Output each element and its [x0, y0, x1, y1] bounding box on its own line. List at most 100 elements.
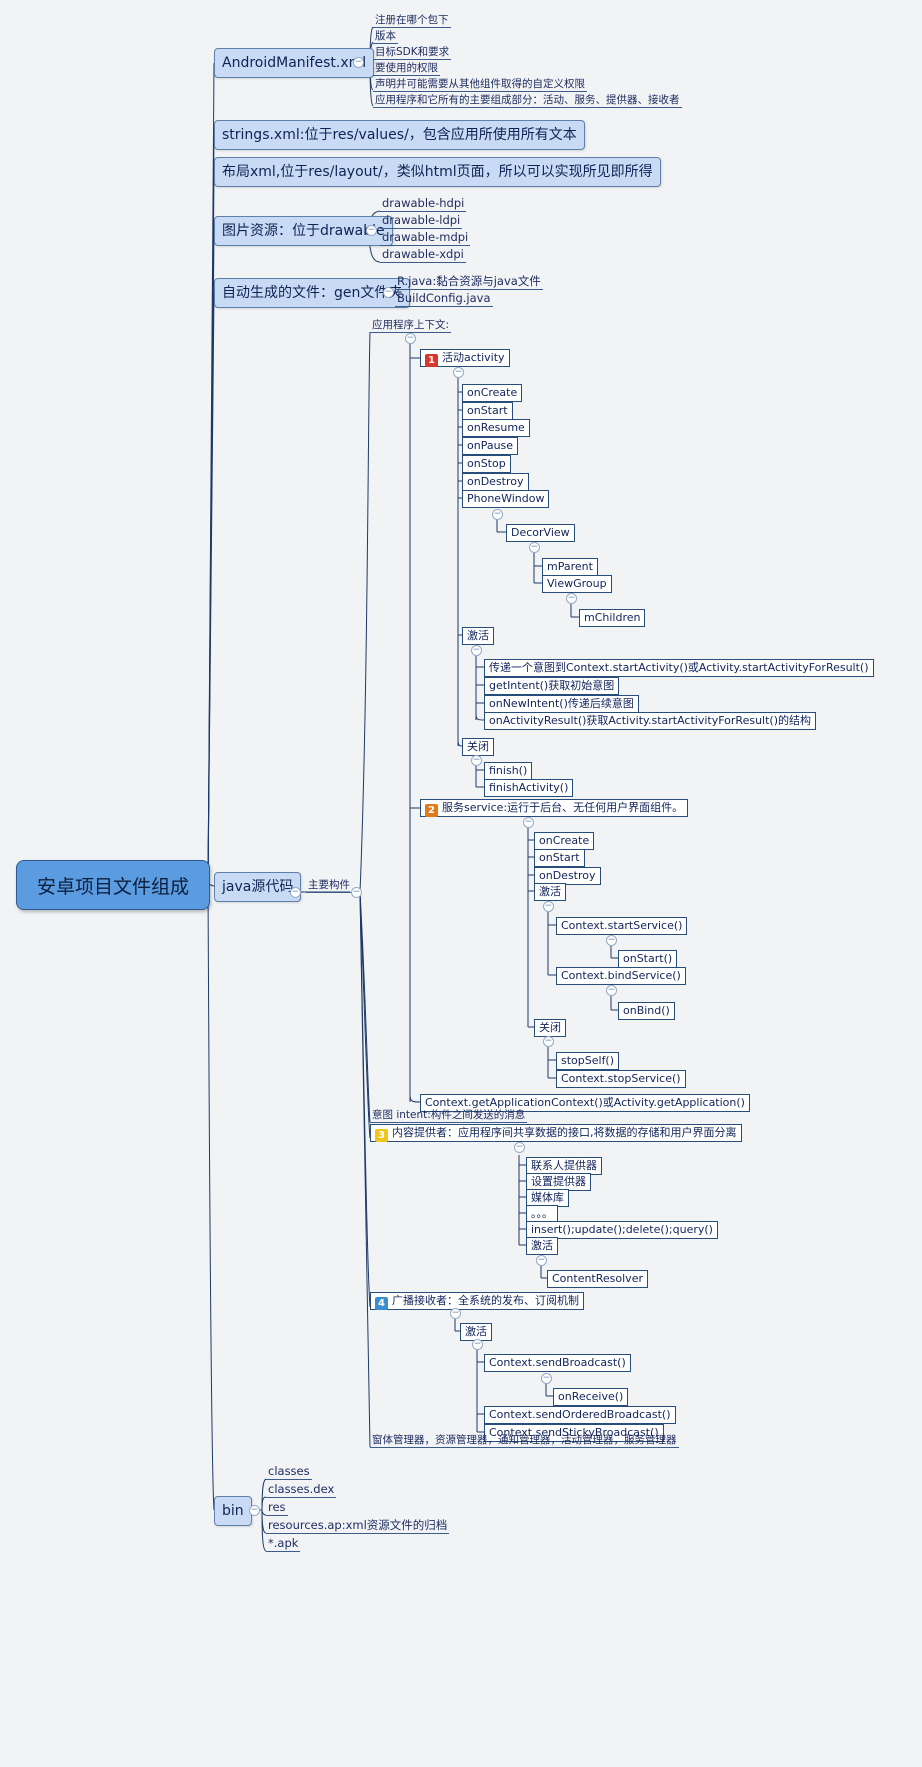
send-sticky-broadcast-node[interactable]: Context.sendStickyBroadcast(): [484, 1424, 664, 1442]
activity-activate-node[interactable]: 激活: [462, 627, 494, 645]
manifest-item[interactable]: 目标SDK和要求: [373, 46, 452, 60]
activity-lifecycle-item[interactable]: onResume: [462, 419, 530, 437]
collapse-toggle-icon[interactable]: −: [453, 367, 464, 378]
priority-2-badge: 2: [425, 804, 438, 817]
on-receive-node[interactable]: onReceive(): [553, 1388, 629, 1406]
manifest-item[interactable]: 要使用的权限: [373, 62, 440, 76]
send-ordered-broadcast-node[interactable]: Context.sendOrderedBroadcast(): [484, 1406, 676, 1424]
main-components-label[interactable]: 主要构件: [306, 879, 352, 893]
activity-close-item[interactable]: finishActivity(): [484, 779, 574, 797]
service-label: 服务service:运行于后台、无任何用户界面组件。: [442, 801, 684, 814]
gen-item[interactable]: R.java:黏合资源与java文件: [395, 274, 543, 290]
activity-close-item[interactable]: finish(): [484, 762, 533, 780]
drawable-item[interactable]: drawable-hdpi: [380, 196, 467, 212]
collapse-toggle-icon[interactable]: −: [606, 935, 617, 946]
activity-label: 活动activity: [442, 351, 505, 364]
content-provider-label: 内容提供者：应用程序间共享数据的接口,将数据的存储和用户界面分离: [392, 1126, 737, 1139]
m-children-node[interactable]: mChildren: [579, 609, 646, 627]
service-lifecycle-item[interactable]: onStart: [534, 849, 585, 867]
bin-item[interactable]: res: [266, 1500, 288, 1516]
m-parent-node[interactable]: mParent: [542, 558, 598, 576]
drawable-item[interactable]: drawable-ldpi: [380, 213, 463, 229]
collapse-toggle-icon[interactable]: −: [523, 817, 534, 828]
collapse-toggle-icon[interactable]: −: [405, 333, 416, 344]
activity-lifecycle-item[interactable]: onStart: [462, 402, 513, 420]
collapse-toggle-icon[interactable]: −: [290, 887, 301, 898]
service-node[interactable]: 2 服务service:运行于后台、无任何用户界面组件。: [420, 799, 689, 817]
manifest-item[interactable]: 版本: [373, 30, 398, 44]
collapse-toggle-icon[interactable]: −: [566, 593, 577, 604]
send-broadcast-node[interactable]: Context.sendBroadcast(): [484, 1354, 631, 1372]
drawable-item[interactable]: drawable-mdpi: [380, 230, 471, 246]
provider-item[interactable]: 设置提供器: [526, 1173, 591, 1191]
provider-item[interactable]: insert();update();delete();query(): [526, 1221, 718, 1239]
collapse-toggle-icon[interactable]: −: [249, 1505, 260, 1516]
activity-activate-item[interactable]: getIntent()获取初始意图: [484, 677, 620, 695]
layout-topic[interactable]: 布局xml,位于res/layout/，类似html页面，所以可以实现所见即所得: [214, 157, 661, 187]
managers-label[interactable]: 窗体管理器，资源管理器，通知管理器，活动管理器，服务管理器: [370, 1434, 679, 1448]
collapse-toggle-icon[interactable]: −: [351, 887, 362, 898]
collapse-toggle-icon[interactable]: −: [529, 542, 540, 553]
root-topic[interactable]: 安卓项目文件组成: [16, 860, 210, 910]
activity-activate-item[interactable]: onActivityResult()获取Activity.startActivi…: [484, 712, 816, 730]
receiver-activate-node[interactable]: 激活: [460, 1323, 492, 1341]
gen-item[interactable]: BuildConfig.java: [395, 291, 493, 307]
intent-label[interactable]: 意图 intent:构件之间发送的消息: [370, 1109, 528, 1123]
bin-item[interactable]: classes: [266, 1464, 312, 1480]
collapse-toggle-icon[interactable]: −: [383, 287, 394, 298]
activity-close-node[interactable]: 关闭: [462, 738, 494, 756]
collapse-toggle-icon[interactable]: −: [471, 645, 482, 656]
service-lifecycle-item[interactable]: onCreate: [534, 832, 595, 850]
activity-activate-item[interactable]: onNewIntent()传递后续意图: [484, 695, 639, 713]
collapse-toggle-icon[interactable]: −: [541, 1373, 552, 1384]
bin-item[interactable]: classes.dex: [266, 1482, 337, 1498]
collapse-toggle-icon[interactable]: −: [543, 901, 554, 912]
manifest-item[interactable]: 应用程序和它所有的主要组成部分：活动、服务、提供器、接收者: [373, 94, 682, 108]
content-resolver-node[interactable]: ContentResolver: [547, 1270, 648, 1288]
activity-lifecycle-item[interactable]: onDestroy: [462, 473, 529, 491]
collapse-toggle-icon[interactable]: −: [536, 1255, 547, 1266]
start-service-node[interactable]: Context.startService(): [556, 917, 688, 935]
activity-activate-item[interactable]: 传递一个意图到Context.startActivity()或Activity.…: [484, 659, 874, 677]
provider-activate-node[interactable]: 激活: [526, 1237, 558, 1255]
bin-topic[interactable]: bin: [214, 1496, 252, 1526]
service-lifecycle-item[interactable]: onDestroy: [534, 867, 601, 885]
strings-topic[interactable]: strings.xml:位于res/values/，包含应用所使用所有文本: [214, 120, 585, 150]
java-topic[interactable]: java源代码: [214, 872, 302, 902]
service-on-start-node[interactable]: onStart(): [618, 950, 678, 968]
collapse-toggle-icon[interactable]: −: [472, 1339, 483, 1350]
gen-topic[interactable]: 自动生成的文件：gen文件夹: [214, 278, 411, 308]
collapse-toggle-icon[interactable]: −: [353, 57, 364, 68]
drawable-item[interactable]: drawable-xdpi: [380, 247, 466, 263]
bind-service-node[interactable]: Context.bindService(): [556, 967, 686, 985]
view-group-node[interactable]: ViewGroup: [542, 575, 612, 593]
activity-lifecycle-item[interactable]: onCreate: [462, 384, 523, 402]
collapse-toggle-icon[interactable]: −: [492, 509, 503, 520]
service-activate-node[interactable]: 激活: [534, 883, 566, 901]
collapse-toggle-icon[interactable]: −: [606, 985, 617, 996]
bin-item[interactable]: *.apk: [266, 1536, 301, 1552]
manifest-topic[interactable]: AndroidManifest.xml: [214, 48, 375, 78]
images-topic[interactable]: 图片资源：位于drawable: [214, 216, 393, 246]
phone-window-node[interactable]: PhoneWindow: [462, 490, 550, 508]
decor-view-node[interactable]: DecorView: [506, 524, 575, 542]
service-close-item[interactable]: stopSelf(): [556, 1052, 620, 1070]
manifest-item[interactable]: 声明并可能需要从其他组件取得的自定义权限: [373, 78, 587, 92]
manifest-item[interactable]: 注册在哪个包下: [373, 14, 451, 28]
on-bind-node[interactable]: onBind(): [618, 1002, 675, 1020]
collapse-toggle-icon[interactable]: −: [471, 755, 482, 766]
collapse-toggle-icon[interactable]: −: [543, 1036, 554, 1047]
collapse-toggle-icon[interactable]: −: [450, 1308, 461, 1319]
activity-lifecycle-item[interactable]: onPause: [462, 437, 519, 455]
get-application-context-node[interactable]: Context.getApplicationContext()或Activity…: [420, 1094, 750, 1112]
activity-lifecycle-item[interactable]: onStop: [462, 455, 511, 473]
collapse-toggle-icon[interactable]: −: [366, 225, 377, 236]
collapse-toggle-icon[interactable]: −: [514, 1142, 525, 1153]
service-close-node[interactable]: 关闭: [534, 1019, 566, 1037]
bin-item[interactable]: resources.ap:xml资源文件的归档: [266, 1518, 450, 1534]
service-close-item[interactable]: Context.stopService(): [556, 1070, 686, 1088]
app-context-label[interactable]: 应用程序上下文:: [370, 319, 452, 333]
